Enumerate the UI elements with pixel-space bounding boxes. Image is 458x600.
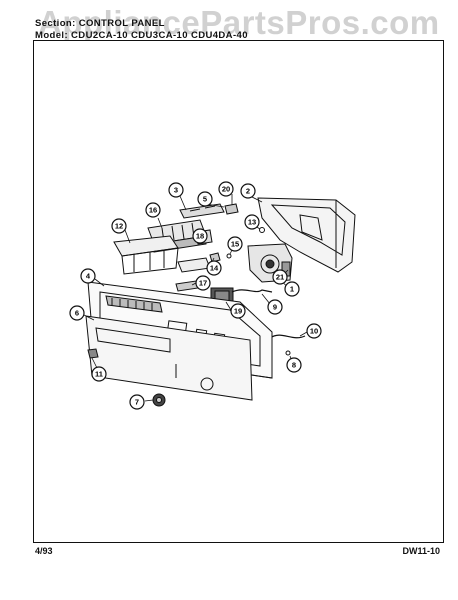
callout-number: 15 [231,240,239,249]
callout-6: 6 [69,305,85,321]
part-17 [175,280,199,292]
callout-20: 20 [218,181,234,197]
callout-9: 9 [267,299,283,315]
part-knob [152,393,166,407]
callout-number: 21 [276,273,284,282]
part-8 [285,350,291,356]
callout-number: 4 [86,272,91,281]
footer-page-code: DW11-10 [402,546,440,556]
callout-number: 13 [248,218,256,227]
callout-number: 11 [95,370,103,379]
part-13 [259,227,265,233]
callout-4: 4 [80,268,96,284]
callout-number: 2 [246,187,250,196]
part-3 [179,203,225,219]
part-tray [113,235,179,275]
diagram-frame [33,40,444,543]
part-15 [226,253,232,259]
callout-number: 3 [174,186,178,195]
callout-number: 6 [75,309,79,318]
callout-number: 12 [115,222,123,231]
watermark: AppliancePartsPros.com [38,4,440,41]
part-9-wire [231,289,273,293]
callout-8: 8 [286,357,302,373]
part-20 [224,203,239,215]
callout-11: 11 [91,366,107,382]
callout-number: 19 [234,307,242,316]
callout-number: 8 [292,361,296,370]
model-list: Model: CDU2CA-10 CDU3CA-10 CDU4DA-40 [35,30,248,41]
callout-7: 7 [129,394,145,410]
part-14 [209,252,221,263]
callout-number: 9 [273,303,277,312]
callout-15: 15 [227,236,243,252]
callout-17: 17 [195,275,211,291]
part-14-board [177,257,211,273]
callout-3: 3 [168,182,184,198]
callout-number: 20 [222,185,230,194]
callout-21: 21 [272,269,288,285]
callout-number: 14 [210,264,219,273]
section-title: Section: CONTROL PANEL [35,18,165,29]
callout-19: 19 [230,303,246,319]
callout-16: 16 [145,202,161,218]
callout-13: 13 [244,214,260,230]
callout-1: 1 [284,281,300,297]
callout-18: 18 [192,228,208,244]
callout-number: 5 [203,195,207,204]
footer-date: 4/93 [35,546,53,556]
callout-12: 12 [111,218,127,234]
callout-10: 10 [306,323,322,339]
callout-number: 10 [310,327,318,336]
part-housing-bracket [257,197,356,273]
callout-14: 14 [206,260,222,276]
part-10-harness [269,334,306,339]
callout-number: 18 [196,232,204,241]
callout-number: 17 [199,279,207,288]
callout-2: 2 [240,183,256,199]
callout-number: 7 [135,398,139,407]
part-11 [87,348,99,359]
callout-number: 16 [149,206,157,215]
callout-number: 1 [290,285,294,294]
callout-5: 5 [197,191,213,207]
